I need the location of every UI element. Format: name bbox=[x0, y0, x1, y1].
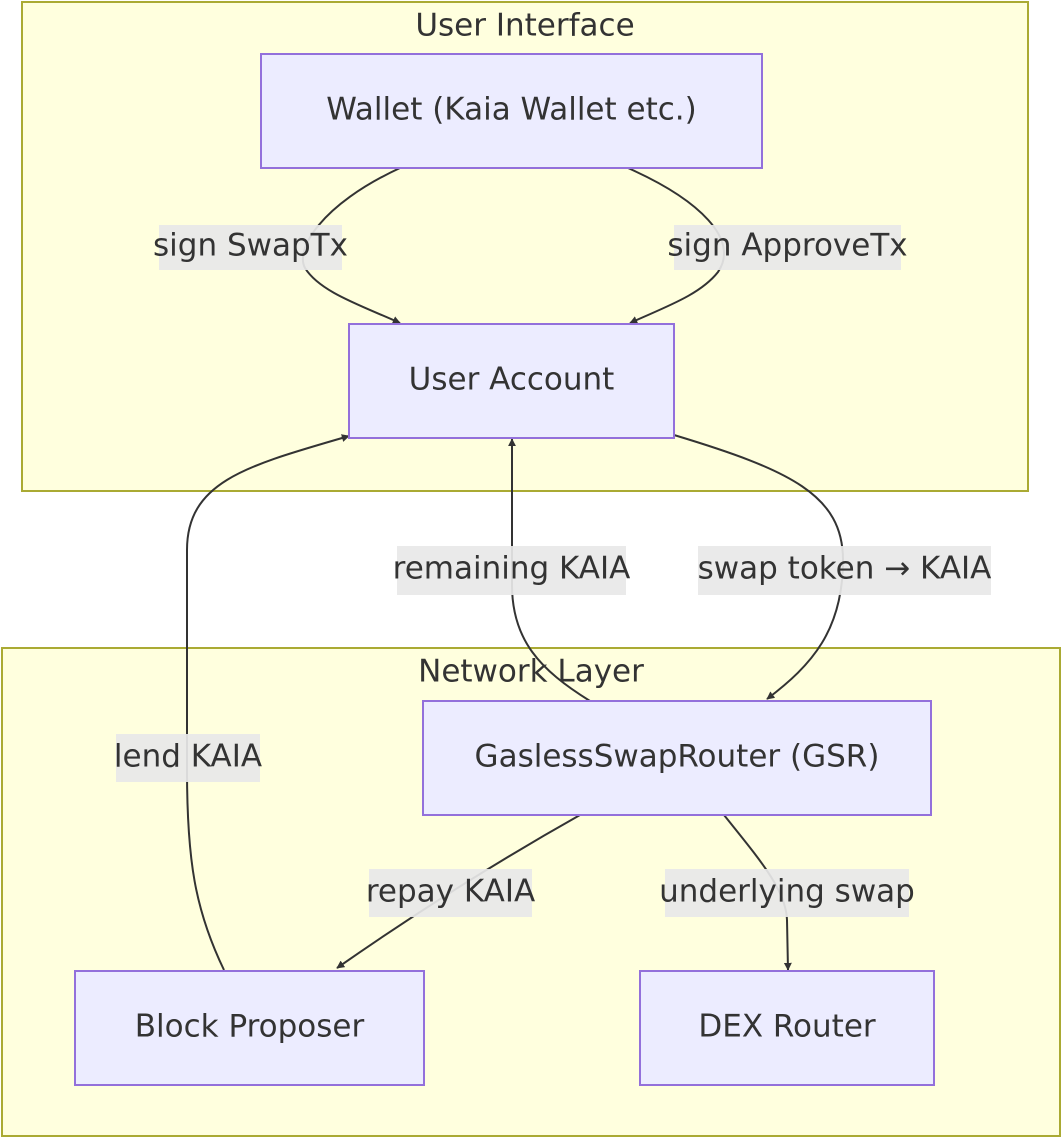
cluster-network-layer-title: Network Layer bbox=[418, 654, 644, 690]
node-block-proposer-box bbox=[74, 970, 425, 1086]
edge-label-lend-kaia-bg bbox=[116, 734, 260, 782]
edge-label-sign-swaptx-bg bbox=[159, 225, 342, 270]
node-wallet-box bbox=[260, 53, 763, 169]
edge-label-underlying-swap: underlying swap bbox=[659, 869, 915, 917]
edge-label-remaining-kaia: remaining KAIA bbox=[393, 546, 631, 595]
edge-label-underlying-swap-text: underlying swap bbox=[659, 874, 915, 910]
node-user-account: User Account bbox=[348, 323, 675, 439]
edge-block-proposer-to-user-account-lend bbox=[186, 434, 350, 971]
node-dex-router: DEX Router bbox=[639, 970, 935, 1086]
node-block-proposer-label: Block Proposer bbox=[135, 1009, 365, 1045]
node-gsr-label: GaslessSwapRouter (GSR) bbox=[475, 739, 880, 775]
node-wallet-label: Wallet (Kaia Wallet etc.) bbox=[326, 92, 697, 128]
edge-label-repay-kaia-text: repay KAIA bbox=[366, 874, 535, 910]
cluster-user-interface-title: User Interface bbox=[415, 8, 634, 44]
node-gsr-box bbox=[422, 700, 932, 816]
node-gsr: GaslessSwapRouter (GSR) bbox=[422, 700, 932, 816]
node-dex-router-box bbox=[639, 970, 935, 1086]
edge-label-swap-token-kaia: swap token → KAIA bbox=[698, 546, 992, 595]
edge-label-sign-approvetx: sign ApproveTx bbox=[667, 225, 908, 270]
edge-label-remaining-kaia-text: remaining KAIA bbox=[393, 551, 631, 587]
edge-label-repay-kaia: repay KAIA bbox=[366, 869, 535, 917]
node-dex-router-label: DEX Router bbox=[698, 1009, 876, 1045]
node-user-account-box bbox=[348, 323, 675, 439]
edge-label-repay-kaia-bg bbox=[369, 869, 532, 917]
edge-label-sign-swaptx: sign SwapTx bbox=[153, 225, 348, 270]
edge-label-swap-token-kaia-text: swap token → KAIA bbox=[698, 551, 992, 587]
edge-label-swap-token-kaia-bg bbox=[698, 546, 991, 595]
edge-label-remaining-kaia-bg bbox=[397, 546, 626, 595]
edge-label-sign-approvetx-bg bbox=[674, 225, 901, 270]
edge-label-underlying-swap-bg bbox=[665, 869, 909, 917]
edge-label-lend-kaia-text: lend KAIA bbox=[114, 739, 262, 775]
node-block-proposer: Block Proposer bbox=[74, 970, 425, 1086]
edge-label-sign-approvetx-text: sign ApproveTx bbox=[667, 228, 907, 264]
edge-label-lend-kaia: lend KAIA bbox=[114, 734, 262, 782]
node-wallet: Wallet (Kaia Wallet etc.) bbox=[260, 53, 763, 169]
node-user-account-label: User Account bbox=[409, 362, 615, 398]
edge-label-sign-swaptx-text: sign SwapTx bbox=[153, 228, 348, 264]
